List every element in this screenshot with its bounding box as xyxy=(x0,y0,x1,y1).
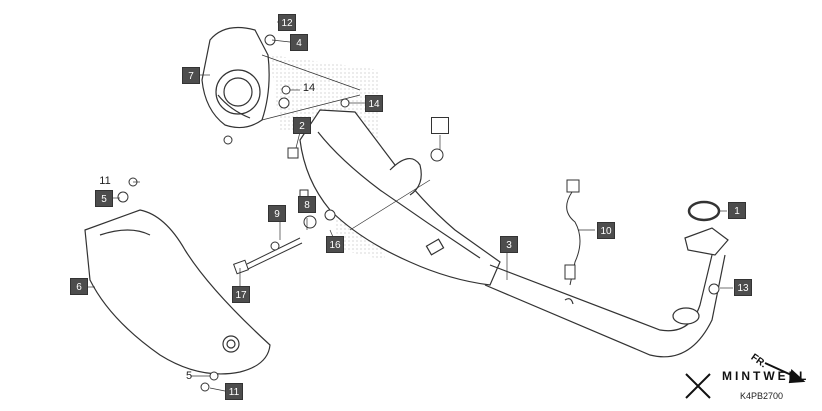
callout-11-plain: 11 xyxy=(99,175,111,187)
o2-sensor xyxy=(564,179,581,286)
callout-5-plain: 5 xyxy=(185,370,193,382)
brand-logo xyxy=(685,373,711,399)
pipe-flange xyxy=(684,227,729,256)
callout-10: 10 xyxy=(597,222,615,239)
callout-3: 3 xyxy=(500,236,518,253)
callout-7: 7 xyxy=(182,67,200,84)
callout-14-plain: 14 xyxy=(302,82,316,94)
callout-1: 1 xyxy=(728,202,746,219)
callout-2: 2 xyxy=(293,117,311,134)
exhaust-pipe xyxy=(484,254,726,358)
direction-arrow xyxy=(764,362,806,384)
mounting-bolt xyxy=(233,237,303,275)
callout-blank xyxy=(431,117,449,134)
callout-8: 8 xyxy=(298,196,316,213)
callout-14: 14 xyxy=(365,95,383,112)
part-code: K4PB2700 xyxy=(740,391,784,401)
callout-11: 11 xyxy=(225,383,243,400)
callout-6: 6 xyxy=(70,278,88,295)
callout-12: 12 xyxy=(278,14,296,31)
callout-5: 5 xyxy=(95,190,113,207)
muffler xyxy=(299,109,501,286)
leader-lines xyxy=(88,21,733,392)
gasket-ring xyxy=(687,200,721,222)
callout-4: 4 xyxy=(290,34,308,51)
lower-heat-shield xyxy=(84,209,271,375)
upper-heat-shield xyxy=(201,27,270,129)
callout-17: 17 xyxy=(232,286,250,303)
callout-16: 16 xyxy=(326,236,344,253)
callout-9: 9 xyxy=(268,205,286,222)
callout-13: 13 xyxy=(734,279,752,296)
brand-watermark: MINTWELL xyxy=(722,369,810,383)
